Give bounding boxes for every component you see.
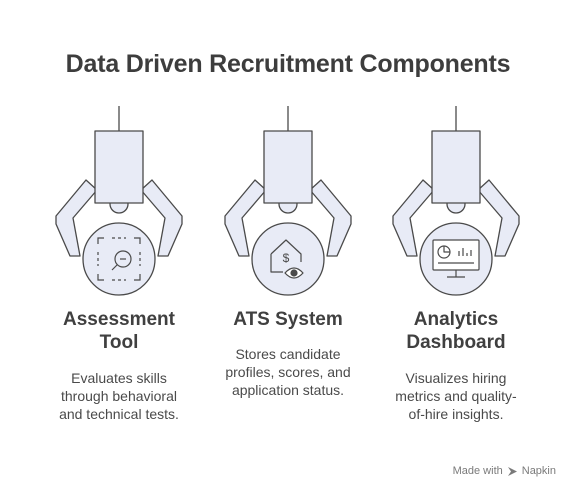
component-heading: Analytics Dashboard bbox=[406, 309, 506, 353]
monitor-chart-icon bbox=[432, 239, 480, 278]
robotic-claw-illustration bbox=[392, 106, 520, 296]
component-assessment-tool: Assessment Tool Evaluates skills through… bbox=[24, 0, 214, 499]
component-ats-system: $ ATS System Stores candidate profiles, … bbox=[193, 0, 383, 499]
robotic-claw-illustration bbox=[55, 106, 183, 296]
diagram-title: Data Driven Recruitment Components bbox=[65, 50, 511, 78]
robotic-claw-illustration: $ bbox=[224, 106, 352, 296]
component-description: Evaluates skills through behavioral and … bbox=[59, 370, 179, 422]
component-description: Stores candidate profiles, scores, and a… bbox=[225, 346, 351, 398]
component-heading: ATS System bbox=[233, 309, 343, 330]
magnifier-scan-icon bbox=[97, 237, 141, 281]
napkin-logo-icon bbox=[507, 466, 517, 476]
house-dollar-eye-icon: $ bbox=[270, 239, 304, 279]
component-heading: Assessment Tool bbox=[63, 309, 175, 353]
made-with-label: Made with bbox=[452, 465, 503, 477]
svg-text:$: $ bbox=[283, 251, 290, 265]
napkin-watermark[interactable]: Made with Napkin bbox=[453, 465, 556, 477]
component-description: Visualizes hiring metrics and quality- o… bbox=[395, 370, 517, 422]
napkin-brand-label: Napkin bbox=[521, 465, 556, 477]
component-analytics-dashboard: Analytics Dashboard Visualizes hiring me… bbox=[361, 0, 551, 499]
